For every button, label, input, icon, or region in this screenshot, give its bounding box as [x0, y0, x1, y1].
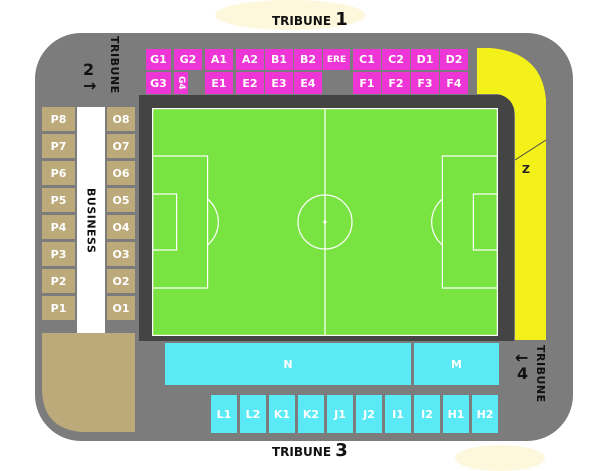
tribune-2-number: 2: [83, 60, 95, 79]
section-f3[interactable]: F3: [411, 72, 439, 94]
section-e3[interactable]: E3: [265, 72, 293, 94]
section-g1[interactable]: G1: [146, 49, 171, 70]
section-a2[interactable]: A2: [236, 49, 264, 70]
tribune-3-label: TRIBUNE 3: [272, 440, 348, 461]
section-i1[interactable]: I1: [385, 395, 411, 433]
section-o3[interactable]: O3: [107, 242, 135, 266]
section-p8[interactable]: P8: [42, 107, 75, 131]
section-p6[interactable]: P6: [42, 161, 75, 185]
section-p5[interactable]: P5: [42, 188, 75, 212]
section-h2[interactable]: H2: [472, 395, 498, 433]
section-p2[interactable]: P2: [42, 269, 75, 293]
section-j1[interactable]: J1: [327, 395, 353, 433]
tribune-4-number: 4: [517, 364, 529, 383]
section-g4[interactable]: G4: [174, 72, 188, 94]
section-p4[interactable]: P4: [42, 215, 75, 239]
tribune-1-text: TRIBUNE: [272, 14, 332, 28]
section-p3[interactable]: P3: [42, 242, 75, 266]
tribune-2-label: TRIBUNE 2 →: [80, 36, 144, 102]
section-o4[interactable]: O4: [107, 215, 135, 239]
section-g3[interactable]: G3: [146, 72, 171, 94]
section-f4[interactable]: F4: [440, 72, 468, 94]
section-corner-olive[interactable]: [42, 333, 136, 433]
section-d2[interactable]: D2: [440, 49, 468, 70]
section-p1[interactable]: P1: [42, 296, 75, 320]
section-f1[interactable]: F1: [353, 72, 381, 94]
section-b1[interactable]: B1: [265, 49, 293, 70]
tribune-4-text: TRIBUNE: [534, 345, 547, 403]
section-i2[interactable]: I2: [414, 395, 440, 433]
section-h1[interactable]: H1: [443, 395, 469, 433]
section-z[interactable]: [470, 40, 555, 345]
tribune-1-number: 1: [335, 9, 348, 30]
section-o5[interactable]: O5: [107, 188, 135, 212]
section-l2[interactable]: L2: [240, 395, 266, 433]
section-o7[interactable]: O7: [107, 134, 135, 158]
arrow-left-icon: ←: [515, 348, 529, 367]
section-o1[interactable]: O1: [107, 296, 135, 320]
section-ere[interactable]: ERE: [323, 49, 350, 70]
section-e1[interactable]: E1: [205, 72, 233, 94]
tribune-4-label: TRIBUNE ← 4: [512, 342, 572, 412]
section-k1[interactable]: K1: [269, 395, 295, 433]
section-l1[interactable]: L1: [211, 395, 237, 433]
section-o8[interactable]: O8: [107, 107, 135, 131]
background-glow: [215, 0, 365, 30]
section-e2[interactable]: E2: [236, 72, 264, 94]
section-business[interactable]: BUSINESS: [77, 107, 105, 334]
tribune-3-text: TRIBUNE: [272, 445, 332, 459]
section-c1[interactable]: C1: [353, 49, 381, 70]
tribune-2-text: TRIBUNE: [108, 36, 121, 94]
section-d1[interactable]: D1: [411, 49, 439, 70]
section-c2[interactable]: C2: [382, 49, 410, 70]
section-a1[interactable]: A1: [205, 49, 233, 70]
section-g2[interactable]: G2: [174, 49, 202, 70]
tribune-1-label: TRIBUNE 1: [272, 9, 348, 30]
football-pitch: [152, 108, 498, 336]
section-m[interactable]: M: [414, 343, 499, 385]
section-b2[interactable]: B2: [294, 49, 322, 70]
section-j2[interactable]: J2: [356, 395, 382, 433]
section-f2[interactable]: F2: [382, 72, 410, 94]
background-glow: [455, 445, 545, 471]
section-n[interactable]: N: [165, 343, 411, 385]
arrow-right-icon: →: [83, 76, 97, 95]
tribune-3-number: 3: [335, 440, 348, 461]
section-o2[interactable]: O2: [107, 269, 135, 293]
section-z-label: Z: [522, 163, 530, 176]
section-business-label: BUSINESS: [84, 187, 98, 254]
section-o6[interactable]: O6: [107, 161, 135, 185]
section-p7[interactable]: P7: [42, 134, 75, 158]
section-k2[interactable]: K2: [298, 395, 324, 433]
section-e4[interactable]: E4: [294, 72, 322, 94]
